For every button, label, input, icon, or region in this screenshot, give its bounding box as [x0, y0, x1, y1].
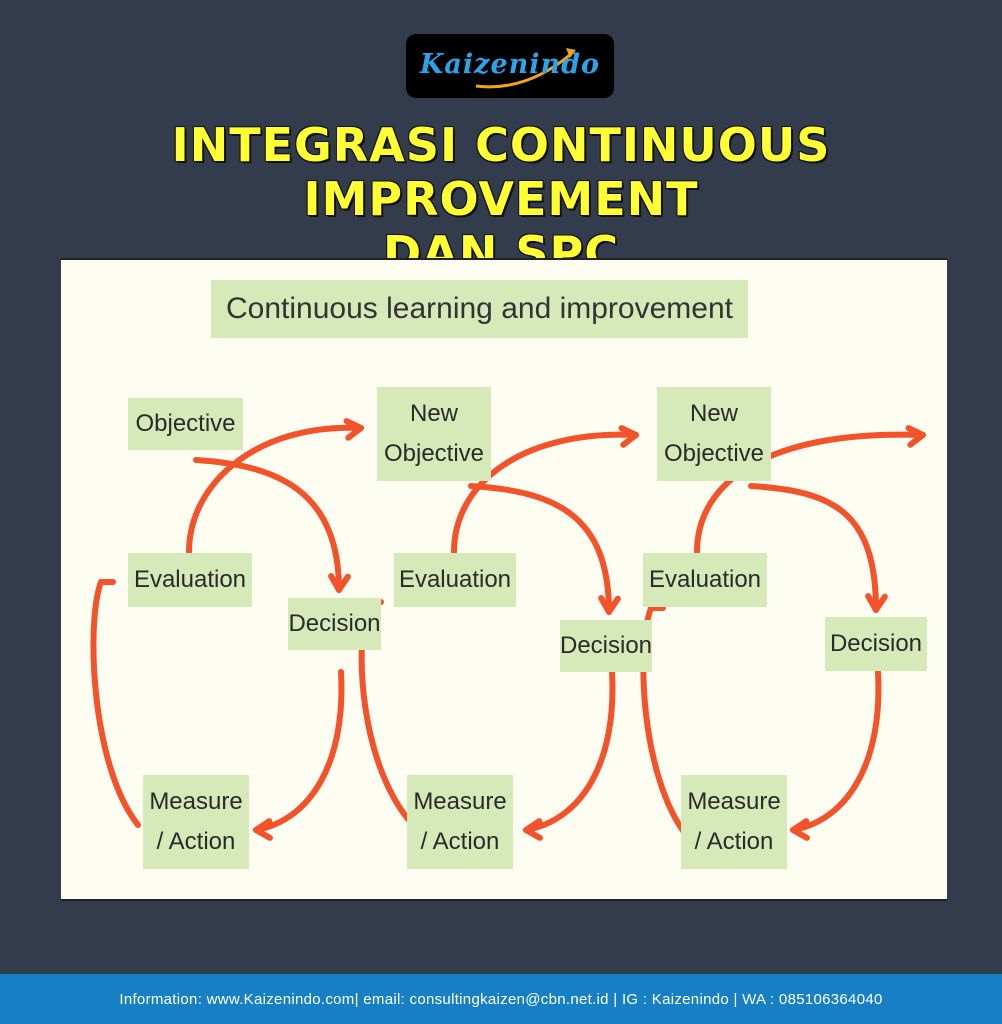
cycle3-arrow-decision-to-measure [790, 669, 882, 833]
diagram-heading: Continuous learning and improvement [211, 280, 748, 338]
cycle2-evaluation-box: Evaluation [394, 553, 516, 607]
cycle1-arrow-objective-to-decision [193, 457, 342, 593]
cycle2-arrowhead-measure [523, 818, 543, 841]
cycle3-arrowhead-measure [790, 818, 810, 841]
title-line-1: INTEGRASI CONTINUOUS IMPROVEMENT [171, 118, 831, 226]
cycle3-decision-box: Decision [825, 617, 927, 671]
cycle3-objective-box: New Objective [657, 387, 771, 481]
diagram-panel: Continuous learning and improvement Obje… [61, 258, 947, 901]
cycle3-arrowhead-next-objective [905, 425, 926, 448]
footer-text: Information: www.Kaizenindo.com| email: … [119, 990, 883, 1008]
cycle1-arrowhead-measure [253, 818, 273, 841]
kaizenindo-logo: Kaizenindo [406, 34, 614, 98]
cycle3-evaluation-box: Evaluation [643, 553, 767, 607]
cycle2-measure-box: Measure / Action [407, 775, 513, 869]
cycle-arrows [90, 418, 926, 841]
cycle2-decision-box: Decision [560, 620, 652, 672]
cycle1-arrow-measure-to-evaluation [90, 579, 141, 828]
page-title: INTEGRASI CONTINUOUS IMPROVEMENT DAN SPC [0, 118, 1002, 280]
cycle1-arrowhead-decision [328, 573, 351, 593]
cycle2-objective-box: New Objective [377, 387, 491, 481]
cycle3-measure-box: Measure / Action [681, 775, 787, 869]
cycle3-arrowhead-decision [865, 593, 888, 613]
cycle2-arrowhead-decision [598, 595, 621, 615]
cycle2-arrow-decision-to-measure [523, 669, 616, 833]
logo-swoosh-icon [475, 48, 576, 89]
cycle1-objective-box: Objective [128, 398, 243, 450]
cycle1-arrow-decision-to-measure [253, 669, 345, 833]
cycle2-arrowhead-next-objective [618, 425, 639, 448]
cycle1-decision-box: Decision [288, 598, 381, 650]
cycle1-arrowhead-next-objective [343, 418, 364, 441]
footer-contact-bar: Information: www.Kaizenindo.com| email: … [0, 974, 1002, 1024]
cycle2-arrow-eval-to-next-objective [451, 431, 639, 555]
cycle1-evaluation-box: Evaluation [128, 553, 252, 607]
logo-text: Kaizenindo [419, 48, 601, 80]
cycle2-arrow-objective-to-decision [468, 483, 612, 615]
cycle3-arrow-objective-to-decision [748, 483, 879, 613]
cycle1-measure-box: Measure / Action [143, 775, 249, 869]
